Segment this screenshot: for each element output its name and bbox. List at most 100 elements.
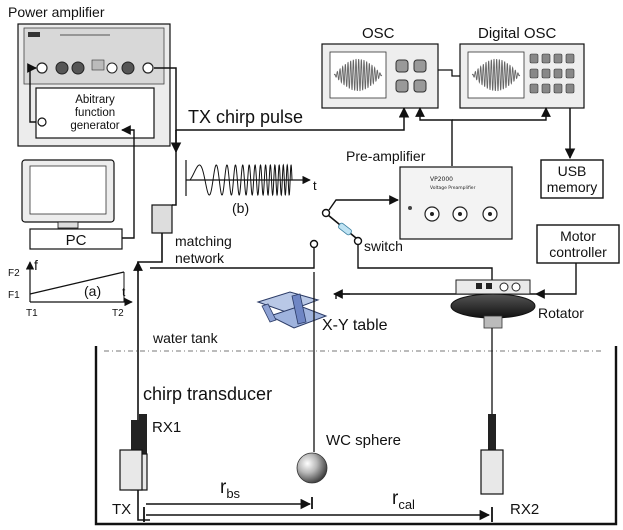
afg-to-amplifier-wire: [27, 63, 37, 123]
pc: PC: [21, 159, 123, 250]
rx2-cable-icon: [488, 414, 496, 450]
rx2-label: RX2: [510, 501, 539, 518]
switch-to-rx2-wire: [357, 245, 493, 282]
digital-osc-key-3-icon: [553, 53, 563, 64]
rotator-label: Rotator: [538, 305, 584, 321]
chirp-transducer-label: chirp transducer: [143, 384, 272, 404]
amplifier-front-panel: [23, 27, 165, 85]
output-connector-icon: [142, 62, 154, 74]
digital-osc-key-5-icon: [529, 68, 539, 79]
power-amplifier: Power amplifier Abitrary function genera…: [8, 4, 171, 147]
digital-osc-screen-waveform: [471, 58, 521, 92]
rotator-dial-2-icon: [511, 282, 521, 292]
digital-osc-key-1-icon: [529, 53, 539, 64]
inset-b-label: (b): [232, 200, 249, 216]
tx-chirp-pulse-label: TX chirp pulse: [188, 107, 303, 127]
inset-a-ramp-line: [29, 271, 125, 295]
osc-button-2-icon: [413, 59, 427, 73]
inset-a-t2-label: T2: [112, 308, 124, 319]
osc-screen-waveform: [333, 58, 383, 92]
xy-table-rail-top: [256, 291, 320, 313]
tx-cable-icon: [139, 414, 147, 454]
rx1-label: RX1: [152, 419, 181, 436]
motor-controller: Motor controller: [536, 224, 620, 264]
digital-osc-key-2-icon: [541, 53, 551, 64]
rotator: Rotator: [450, 279, 584, 329]
switch-label: switch: [364, 238, 403, 254]
r-bs-label: rbs: [220, 477, 241, 501]
motor-label-line2: controller: [549, 244, 607, 260]
power-switch-icon: [91, 59, 105, 71]
preamp-to-osc-wire: [415, 107, 453, 166]
xy-table-carriage-icon: [291, 293, 307, 325]
preamp-output-knob-center: [488, 212, 492, 216]
switch-terminal-left-icon: [309, 239, 319, 249]
rotator-port-2-icon: [486, 283, 492, 289]
input-connector-icon: [36, 62, 48, 74]
xy-table: X-Y table: [256, 291, 388, 334]
pc-screen: [29, 165, 107, 215]
oscilloscope: OSC: [321, 25, 439, 109]
osc-button-4-icon: [413, 79, 427, 93]
usb-memory-box: [540, 159, 604, 199]
digital-osc-key-7-icon: [553, 68, 563, 79]
pc-label: PC: [66, 232, 87, 249]
motor-controller-box: [536, 224, 620, 264]
tx-rx1-transducers: RX1 TX: [112, 414, 181, 518]
preamp-to-digital-osc-wire: [452, 107, 551, 121]
matching-network: matching network: [151, 204, 232, 266]
osc-label: OSC: [362, 25, 395, 42]
inset-a-f1-label: F1: [8, 290, 20, 301]
osc-button-3-icon: [395, 79, 409, 93]
switch-terminal-top-icon: [321, 208, 331, 218]
digital-osc-keypad: [529, 53, 575, 94]
inset-a-label: (a): [84, 283, 101, 299]
switch-handle-icon: [338, 222, 352, 236]
rx2-transducer-body: [480, 449, 504, 495]
xy-table-label: X-Y table: [322, 317, 388, 334]
inset-b-t-label: t: [313, 178, 317, 193]
chirp-waveform-trace: [189, 163, 293, 197]
pc-to-afg-wire: [121, 125, 135, 239]
pre-amplifier-box: [399, 166, 513, 240]
preamp-gain-knob-center: [430, 212, 434, 216]
tx-label: TX: [112, 501, 131, 518]
level-knob-icon: [71, 61, 85, 75]
pc-stand: [57, 221, 79, 229]
switch: switch: [309, 208, 403, 254]
vp-title-label: Voltage Preamplifier: [430, 185, 476, 191]
rotator-body-icon: [450, 293, 536, 319]
switch-to-rx1-wire: [150, 248, 315, 269]
water-tank-outline: [94, 346, 618, 526]
inset-a-f2-label: F2: [8, 268, 20, 279]
pc-base-box: [29, 228, 123, 250]
afg-label-line2: function: [75, 107, 115, 119]
matching-label-line1: matching: [175, 233, 232, 249]
inset-a-f-label: f: [34, 257, 38, 273]
monitor-connector-icon: [106, 62, 118, 74]
osc-button-1-icon: [395, 59, 409, 73]
brand-logo-icon: [28, 32, 40, 37]
gain-knob-icon: [55, 61, 69, 75]
digital-osc-label: Digital OSC: [478, 25, 557, 42]
osc-link-wire: [438, 69, 460, 77]
motor-label-line1: Motor: [560, 228, 596, 244]
water-tank-label: water tank: [152, 330, 219, 346]
wc-sphere-label: WC sphere: [326, 432, 401, 449]
afg-label-line1: Abitrary: [75, 94, 115, 106]
rotator-port-1-icon: [476, 283, 482, 289]
rotator-dial-1-icon: [499, 282, 509, 292]
usb-memory: USB memory: [540, 159, 604, 199]
inset-a-t1-label: T1: [26, 308, 38, 319]
matching-network-box: [151, 204, 173, 234]
pre-amplifier: VP2000 Voltage Preamplifier: [399, 166, 513, 240]
r-cal-label: rcal: [392, 488, 415, 512]
digital-osc-key-8-icon: [565, 68, 575, 79]
tx-transducer-body: [119, 449, 143, 491]
inset-a-frequency-ramp: f F2 F1 T1 T2 t (a): [8, 257, 133, 319]
output-knob-icon: [121, 61, 135, 75]
wc-sphere-icon: [296, 452, 328, 484]
preamp-filter-knob-center: [458, 212, 462, 216]
